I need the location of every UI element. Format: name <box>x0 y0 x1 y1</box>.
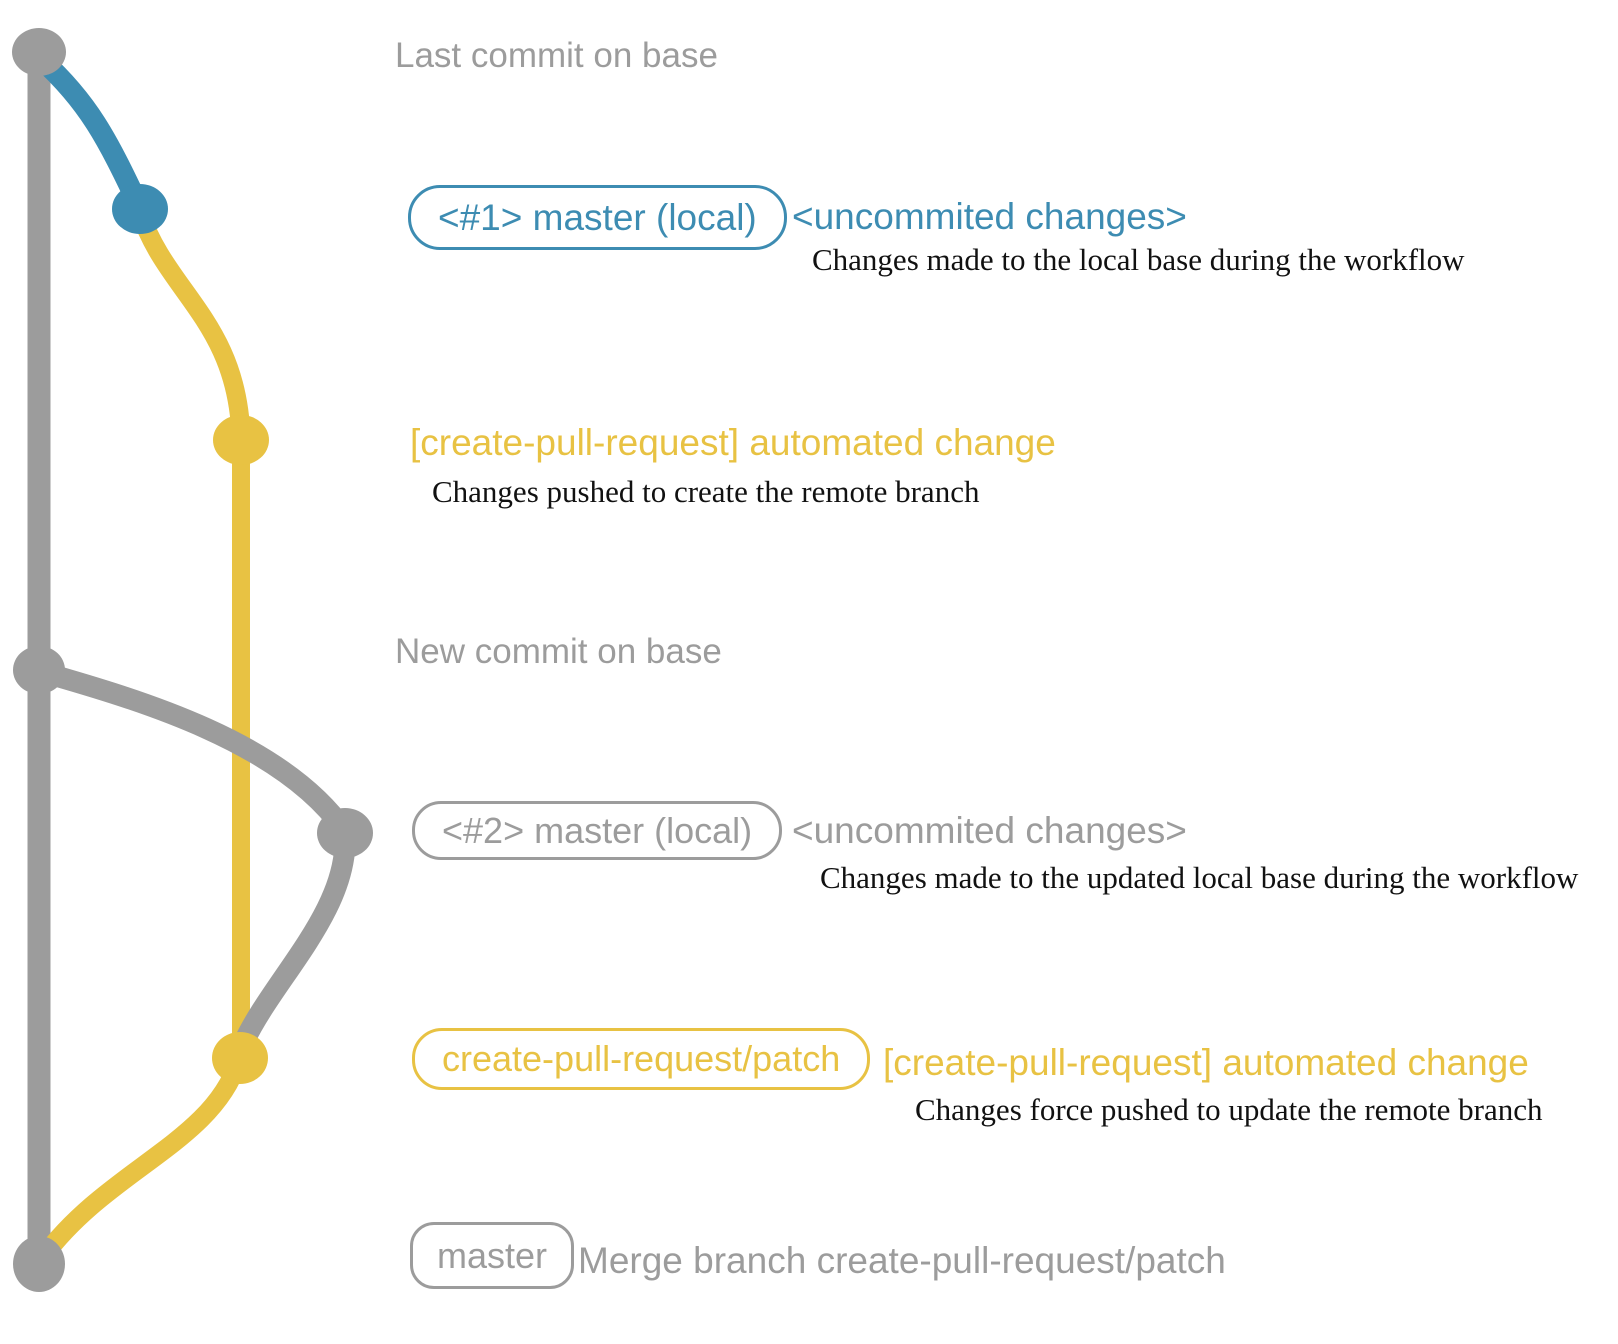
tag-automated-change-1: [create-pull-request] automated change <box>410 422 1056 463</box>
branch-badge-create-pull-request-patch: create-pull-request/patch <box>412 1028 871 1090</box>
branch-badge-master-local-2-label: <#2> master (local) <box>442 809 753 851</box>
caption-last-commit-on-base: Last commit on base <box>395 36 718 75</box>
local-master-branch-curve <box>31 49 150 217</box>
caption-new-commit-on-base: New commit on base <box>395 632 722 671</box>
tag-uncommited-changes-2: <uncommited changes> <box>792 810 1187 851</box>
branch-badge-master-local-1: <#1> master (local) <box>408 185 787 250</box>
note-changes-pushed: Changes pushed to create the remote bran… <box>432 474 980 509</box>
commit-dot-local-master-1 <box>112 184 168 234</box>
branch-badge-master-label: master <box>437 1234 548 1276</box>
note-updated-local-base-changes: Changes made to the updated local base d… <box>820 860 1579 895</box>
patch-merge-curve <box>34 1052 248 1266</box>
branch-badge-master: master <box>410 1222 575 1289</box>
note-changes-force-pushed: Changes force pushed to update the remot… <box>915 1092 1543 1127</box>
branch-badge-master-local-2: <#2> master (local) <box>412 801 783 860</box>
commit-dot-new-base <box>13 646 65 694</box>
tag-automated-change-2: [create-pull-request] automated change <box>883 1042 1529 1083</box>
rebase-branch-curve-out <box>31 661 355 841</box>
note-local-base-changes: Changes made to the local base during th… <box>812 242 1465 277</box>
caption-merge-branch: Merge branch create-pull-request/patch <box>578 1240 1226 1281</box>
tag-uncommited-changes-1: <uncommited changes> <box>792 196 1187 237</box>
patch-branch-curve-top <box>130 202 251 448</box>
commit-dot-merge <box>13 1236 65 1292</box>
commit-dot-patch-2 <box>212 1032 268 1084</box>
commit-dot-patch-1 <box>213 415 269 465</box>
rebase-branch-curve-in <box>232 825 356 1055</box>
branch-badge-create-pull-request-patch-label: create-pull-request/patch <box>442 1038 841 1079</box>
commit-dot-local-master-2 <box>317 808 373 858</box>
branch-badge-master-local-1-label: <#1> master (local) <box>438 196 757 238</box>
commit-dot-last-base <box>12 28 66 76</box>
